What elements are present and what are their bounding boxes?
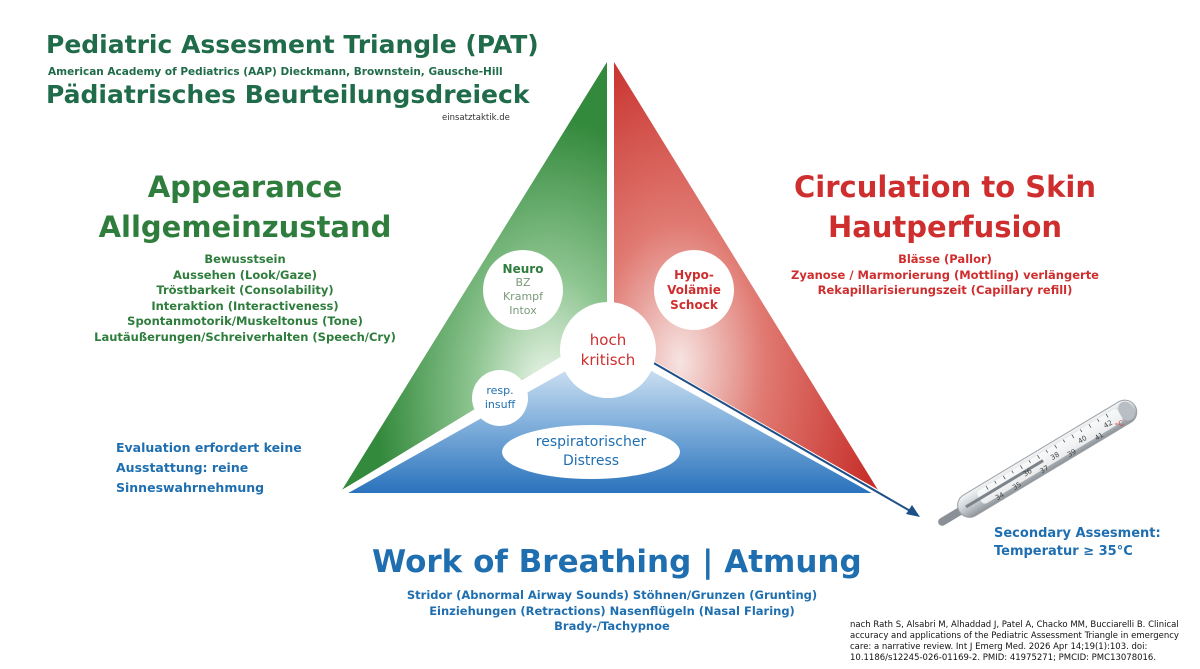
title-de: Pädiatrisches Beurteilungsdreieck bbox=[46, 80, 530, 109]
list-item: Interaktion (Interactiveness) bbox=[151, 298, 339, 313]
circulation-title-en: Circulation to Skin bbox=[794, 170, 1096, 204]
hypo-line: Schock bbox=[670, 297, 718, 312]
authors: American Academy of Pediatrics (AAP) Die… bbox=[48, 66, 503, 78]
list-item: Zyanose / Marmorierung (Mottling) verlän… bbox=[790, 267, 1099, 282]
thermo-scale-label: 40 bbox=[1077, 434, 1089, 445]
neuro-circle: Neuro BZ Krampf Intox bbox=[483, 250, 563, 330]
appearance-list: Bewusstsein Aussehen (Look/Gaze) Tröstba… bbox=[90, 252, 400, 345]
list-item: Tröstbarkeit (Consolability) bbox=[156, 283, 334, 297]
hypo-line: Hypo- bbox=[674, 267, 714, 282]
note-line: Ausstattung: reine bbox=[116, 460, 249, 475]
hypovolemia-circle: Hypo- Volämie Schock bbox=[654, 250, 734, 330]
list-item: Aussehen (Look/Gaze) bbox=[173, 267, 317, 282]
secondary-line: Secondary Assesment: bbox=[994, 526, 1161, 541]
thermo-scale-label: 42 bbox=[1102, 419, 1114, 430]
critical-circle: hoch kritisch bbox=[560, 302, 656, 398]
circulation-title-de: Hautperfusion bbox=[827, 210, 1063, 244]
distress-line: respiratorischer bbox=[535, 434, 647, 450]
arrow-head bbox=[906, 505, 920, 517]
appearance-sector bbox=[342, 62, 607, 490]
neuro-title: Neuro bbox=[502, 262, 544, 276]
title-en: Pediatric Assesment Triangle (PAT) bbox=[46, 30, 539, 59]
thermo-unit-label: °C bbox=[1114, 419, 1125, 430]
list-item: Bewusstsein bbox=[204, 252, 286, 266]
appearance-title-de: Allgemeinzustand bbox=[98, 210, 392, 244]
critical-line: hoch bbox=[589, 331, 627, 349]
thermo-scale-label: 36 bbox=[1022, 467, 1034, 479]
neuro-item: Intox bbox=[509, 304, 537, 317]
thermo-scale-label: 34 bbox=[994, 490, 1006, 502]
circulation-list: Blässe (Pallor) Zyanose / Marmorierung (… bbox=[760, 252, 1130, 299]
list-item: Blässe (Pallor) bbox=[898, 252, 992, 266]
reference-citation: nach Rath S, Alsabri M, Alhaddad J, Pate… bbox=[850, 620, 1179, 663]
arrow-line bbox=[651, 361, 913, 513]
thermo-scale-label: 35 bbox=[1011, 480, 1023, 491]
secondary-assessment: Secondary Assesment: Temperatur ≥ 35°C bbox=[994, 525, 1161, 561]
breathing-sector bbox=[348, 348, 872, 493]
appearance-title-en: Appearance bbox=[147, 170, 343, 204]
credit: einsatztaktik.de bbox=[442, 113, 510, 123]
distress-line: Distress bbox=[562, 453, 620, 469]
critical-line: kritisch bbox=[580, 351, 636, 369]
resp-line: insuff bbox=[484, 398, 516, 411]
neuro-item: Krampf bbox=[502, 290, 544, 303]
note-line: Sinneswahrnehmung bbox=[116, 480, 265, 495]
resp-insuff-circle: resp. insuff bbox=[472, 370, 528, 426]
breathing-list: Stridor (Abnormal Airway Sounds) Stöhnen… bbox=[372, 588, 852, 635]
list-item: Lautäußerungen/Schreiverhalten (Speech/C… bbox=[94, 329, 396, 344]
list-item: Rekapillarisierungszeit (Capillary refil… bbox=[817, 283, 1073, 297]
list-item: Brady-/Tachypnoe bbox=[554, 619, 670, 633]
resp-line: resp. bbox=[486, 384, 514, 397]
hypo-line: Volämie bbox=[667, 282, 721, 297]
circulation-sector bbox=[614, 62, 878, 490]
neuro-item: BZ bbox=[515, 276, 531, 289]
secondary-line: Temperatur ≥ 35°C bbox=[994, 544, 1133, 559]
divider-line bbox=[342, 341, 606, 495]
thermo-scale-label: 41 bbox=[1093, 431, 1105, 442]
thermometer-icon: 36 38 40 42 34 35 37 39 41 °C bbox=[938, 399, 1138, 526]
thermo-scale-label: 39 bbox=[1066, 447, 1078, 458]
breathing-title: Work of Breathing | Atmung bbox=[372, 544, 862, 580]
list-item: Stridor (Abnormal Airway Sounds) Stöhnen… bbox=[406, 588, 818, 602]
list-item: Einziehungen (Retractions) Nasenflügeln … bbox=[429, 603, 795, 618]
note-line: Evaluation erfordert keine bbox=[116, 440, 302, 455]
evaluation-note: Evaluation erfordert keine Ausstattung: … bbox=[116, 438, 302, 498]
thermo-scale-label: 37 bbox=[1039, 464, 1051, 475]
list-item: Spontanmotorik/Muskeltonus (Tone) bbox=[127, 314, 363, 328]
thermo-scale-label: 38 bbox=[1049, 451, 1061, 462]
distress-ellipse: respiratorischer Distress bbox=[502, 425, 680, 479]
